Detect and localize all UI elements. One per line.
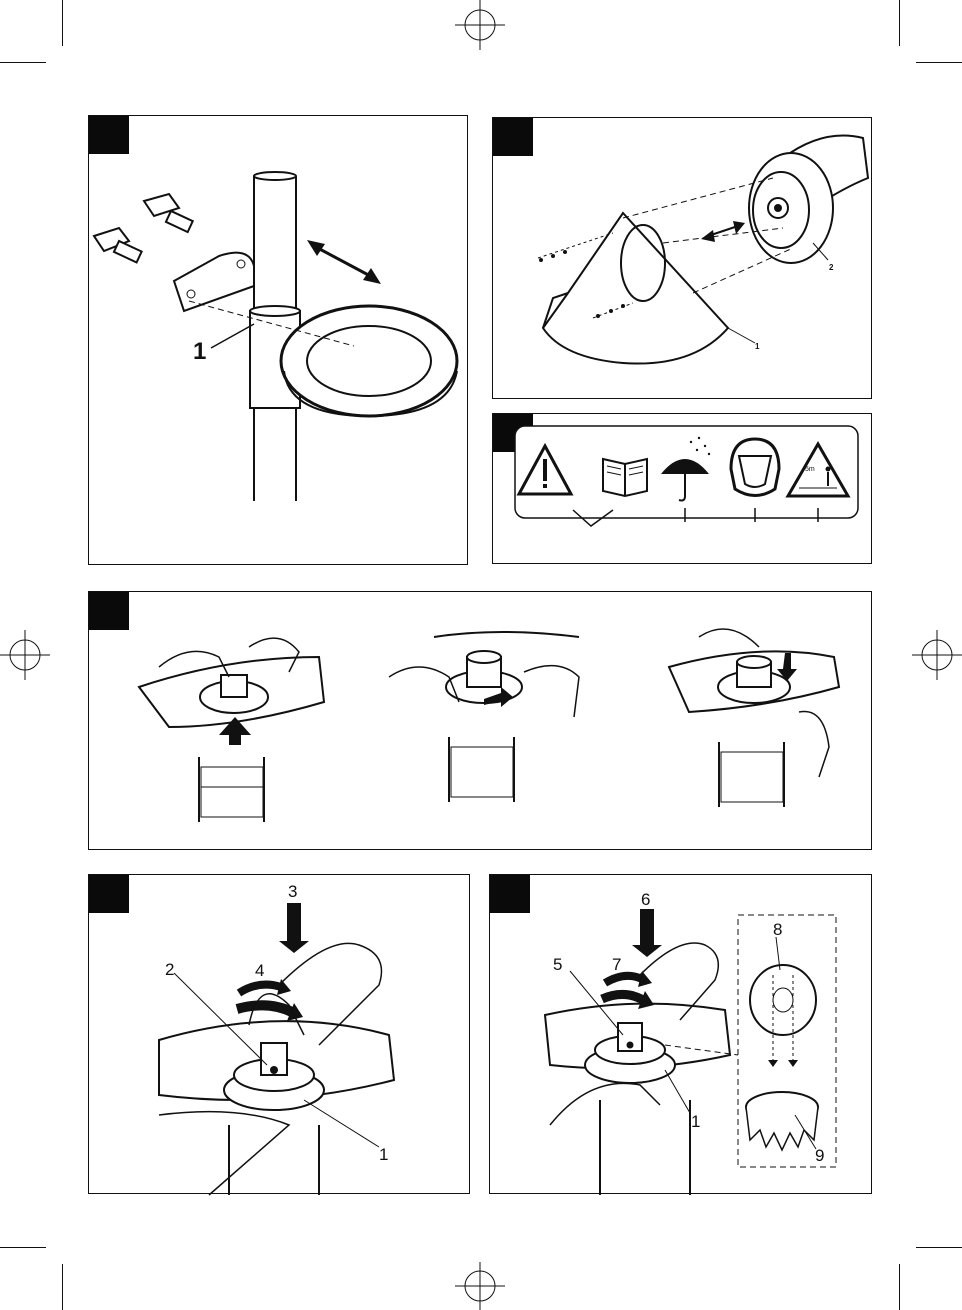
spool-step-a-illustration <box>129 617 339 827</box>
callout-2: 2 <box>165 961 174 978</box>
callout-8: 8 <box>773 921 782 938</box>
callout-1: 1 <box>755 343 759 351</box>
guard-assembly-illustration <box>493 118 873 400</box>
callout-1: 1 <box>379 1146 388 1163</box>
figure-4-spool-steps <box>88 591 872 850</box>
figure-3-safety-symbols: 5m <box>492 413 872 564</box>
registration-mark-top <box>455 0 505 50</box>
figure-1-handle-mounting: 1 <box>88 115 468 565</box>
callout-4: 4 <box>255 962 264 979</box>
callout-6: 6 <box>641 891 650 908</box>
figure-number-tab <box>89 592 129 630</box>
figure-6-spool-refit: 6 5 7 1 8 9 <box>489 874 872 1194</box>
safety-distance-text: 5m <box>805 466 815 473</box>
callout-2: 2 <box>829 264 833 272</box>
callout-7: 7 <box>612 956 621 973</box>
spool-step-c-illustration <box>649 617 859 827</box>
callout-1: 1 <box>193 340 206 364</box>
callout-1: 1 <box>691 1113 700 1130</box>
spool-step-b-illustration <box>389 617 599 827</box>
safety-symbols-strip <box>493 414 873 565</box>
figure-5-cap-removal: 3 4 2 1 <box>88 874 470 1194</box>
figure-2-guard-assembly: 2 1 <box>492 117 872 399</box>
callout-3: 3 <box>288 883 297 900</box>
registration-mark-left <box>0 630 50 680</box>
cap-removal-illustration <box>89 875 471 1195</box>
callout-5: 5 <box>553 956 562 973</box>
handle-assembly-illustration <box>89 116 469 566</box>
registration-mark-bottom <box>455 1262 505 1310</box>
callout-9: 9 <box>815 1147 824 1164</box>
registration-mark-right <box>912 630 962 680</box>
